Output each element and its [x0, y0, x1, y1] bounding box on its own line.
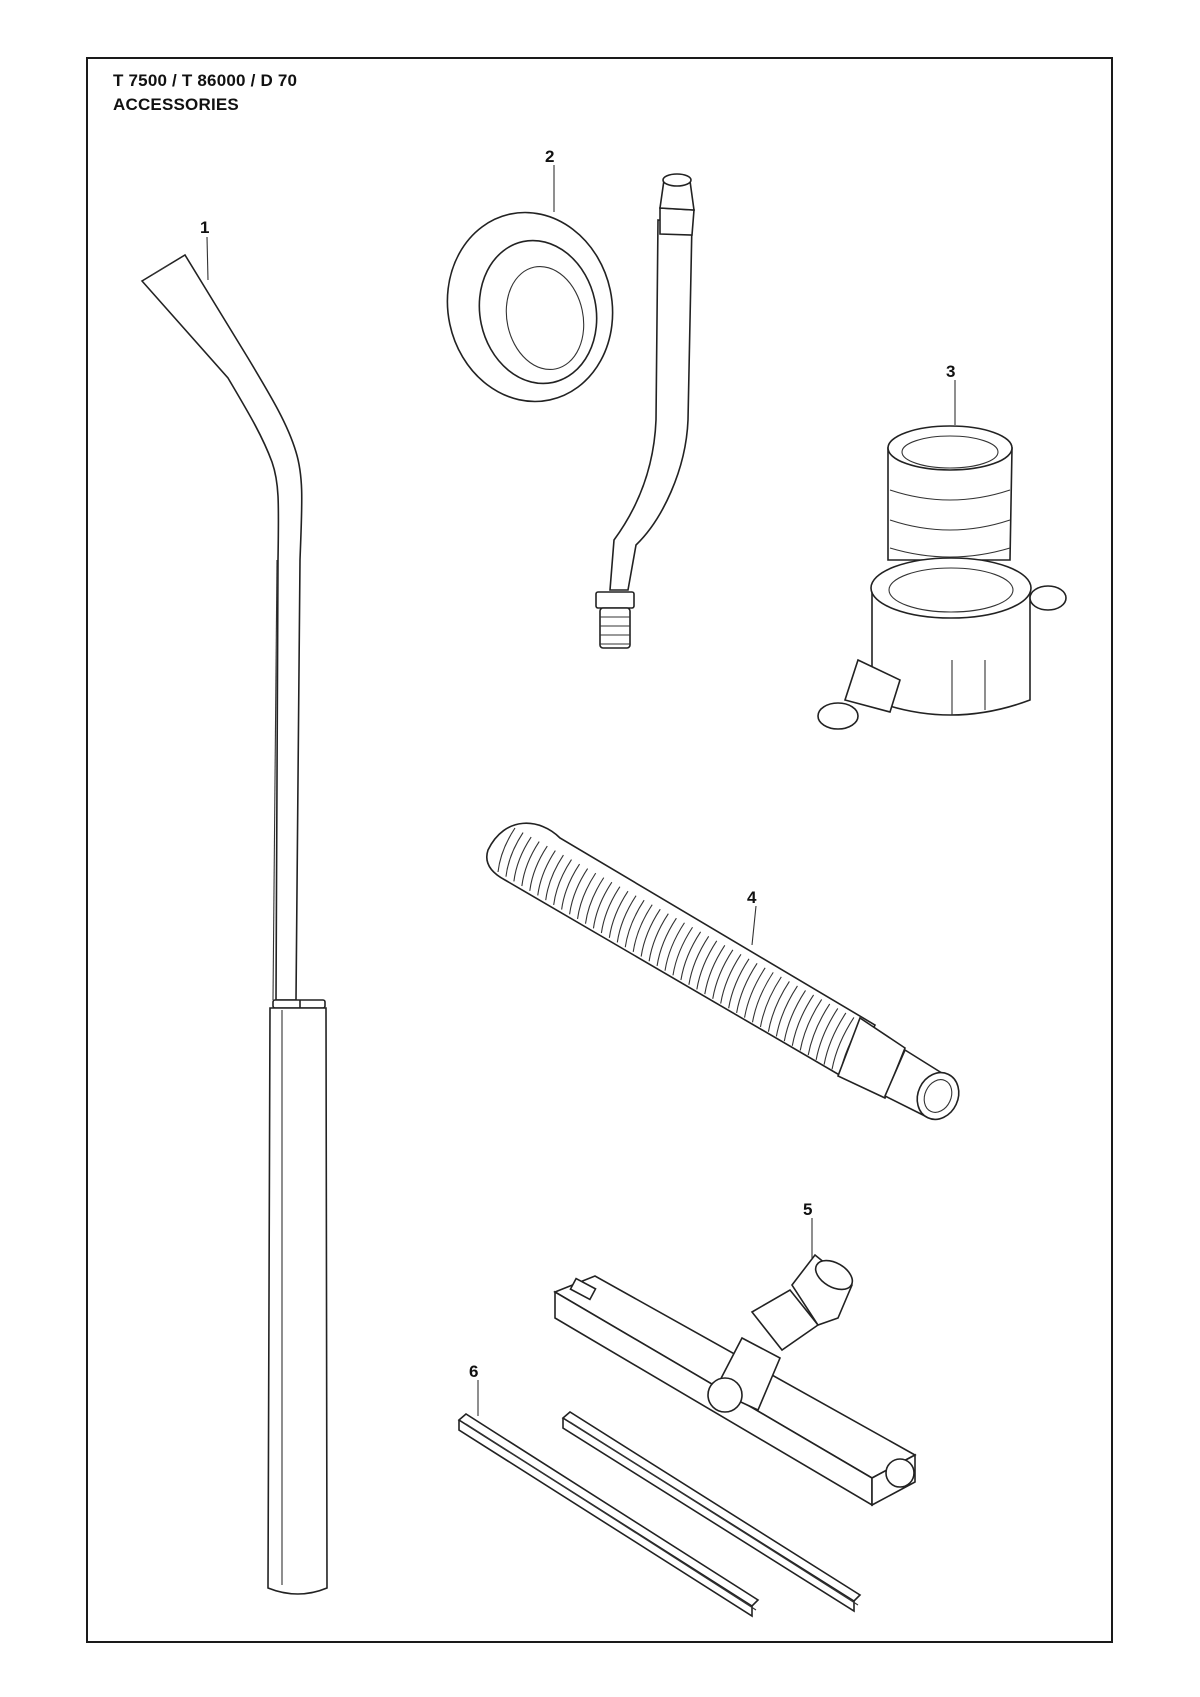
hose-rib [576, 872, 597, 920]
part-2-coiled-hose[interactable] [430, 173, 695, 649]
hose-rib [688, 935, 710, 985]
hose-rib [513, 836, 532, 882]
hose-rib [505, 832, 524, 877]
callout-5: 5 [803, 1200, 812, 1219]
hose-rib [728, 958, 750, 1009]
callout-6: 6 [469, 1362, 478, 1381]
callout-1: 1 [200, 218, 209, 237]
hose-rib [807, 1003, 831, 1056]
hose-rib [561, 863, 581, 910]
hose-rib [744, 967, 766, 1018]
hose-rib [545, 854, 564, 901]
hose-rib [720, 954, 742, 1004]
part-4-flex-hose[interactable] [486, 822, 966, 1126]
hose-rib [648, 913, 669, 962]
hose-rib [624, 899, 645, 948]
hose-rib [791, 994, 815, 1046]
hose-rib [751, 972, 774, 1023]
hose-rib [497, 827, 516, 873]
part-1-bent-wand[interactable] [140, 253, 328, 1595]
hose-rib [608, 890, 629, 938]
hose-rib [672, 926, 693, 976]
hose-rib [712, 949, 734, 999]
hose-rib [775, 985, 798, 1037]
part-3-camlock-coupling[interactable] [817, 425, 1067, 730]
hose-rib [815, 1008, 839, 1061]
hose-rib [767, 981, 790, 1032]
callout-4: 4 [747, 888, 757, 907]
hose-rib [569, 868, 589, 915]
hose-rib [831, 1017, 855, 1070]
hose-rib [600, 886, 621, 934]
hose-rib [640, 908, 661, 957]
hose-rib [783, 990, 806, 1042]
hose-rib [664, 922, 685, 971]
page-title-section: ACCESSORIES [113, 95, 239, 114]
leader-line-4 [751, 905, 757, 946]
hose-rib [759, 976, 782, 1028]
hose-rib [656, 917, 677, 967]
hose-rib [680, 931, 702, 981]
callout-3: 3 [946, 362, 955, 381]
hose-rib [537, 850, 556, 896]
callout-2: 2 [545, 147, 554, 166]
hose-rib [704, 945, 726, 995]
hose-rib [736, 963, 758, 1014]
hose-rib [616, 895, 637, 943]
page-title-model: T 7500 / T 86000 / D 70 [113, 71, 298, 90]
hose-rib [799, 999, 823, 1051]
hose-rib [553, 859, 572, 905]
hose-rib [584, 877, 605, 924]
hose-rib [529, 845, 548, 891]
leader-line-1 [206, 236, 209, 281]
page-frame [86, 57, 1113, 1643]
hose-rib [632, 904, 653, 952]
hose-rib [592, 881, 613, 929]
part-6-squeegee-blades[interactable] [457, 1411, 862, 1618]
hose-rib [696, 940, 718, 990]
hose-rib [823, 1012, 847, 1065]
hose-rib [521, 841, 540, 887]
part-5-floor-nozzle[interactable] [553, 1253, 917, 1507]
